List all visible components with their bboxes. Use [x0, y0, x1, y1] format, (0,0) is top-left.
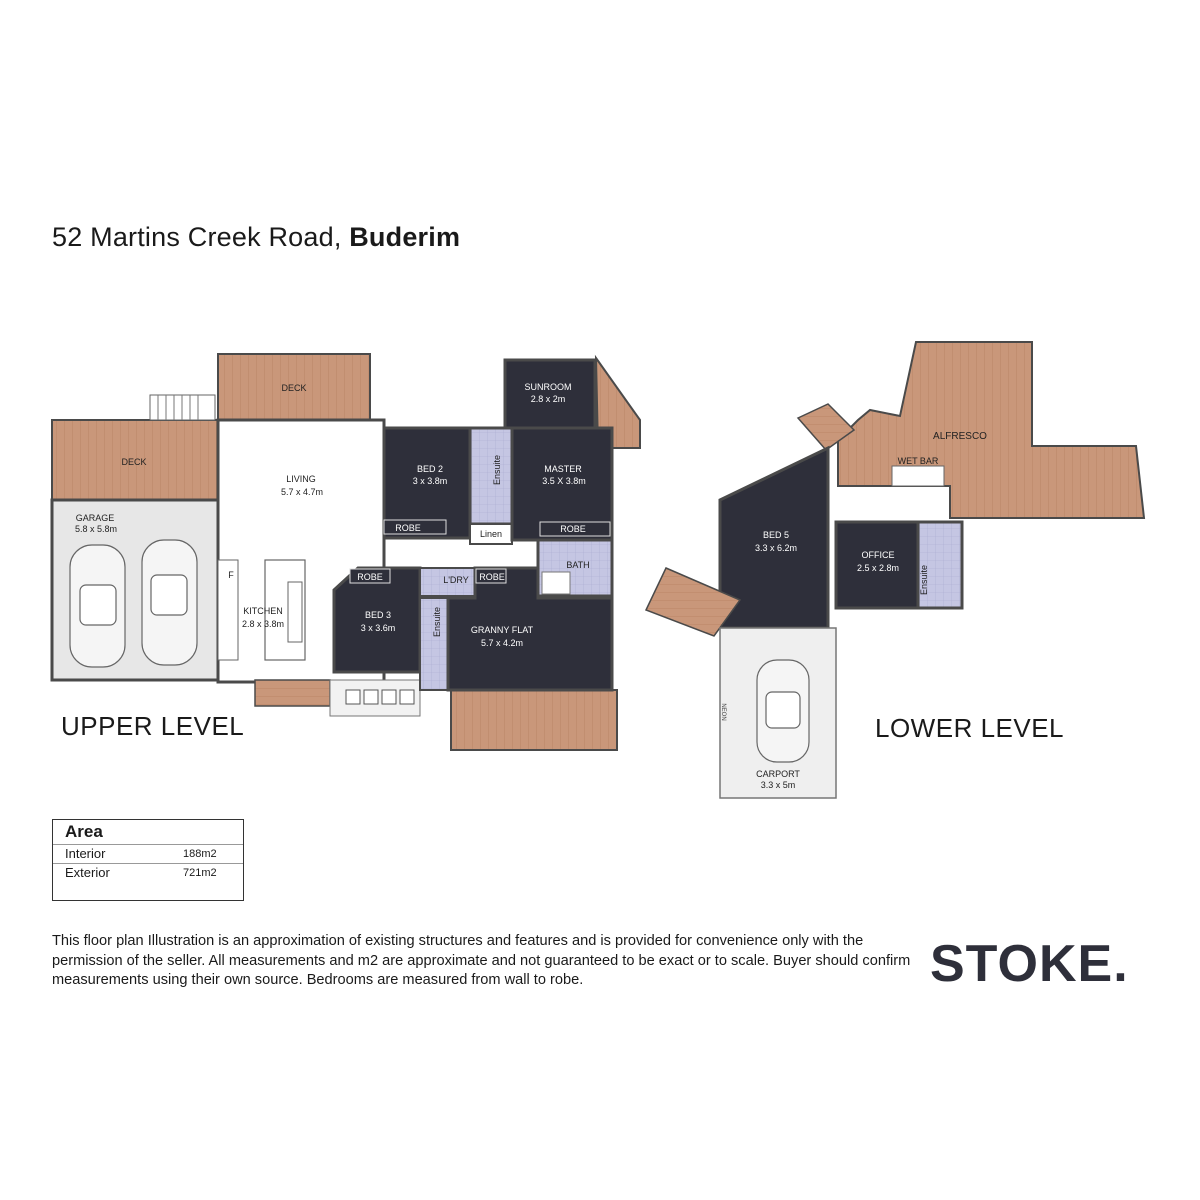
property-address-title: 52 Martins Creek Road, Buderim — [52, 222, 460, 253]
kitchen-label: KITCHEN — [243, 606, 283, 616]
deck-bottom — [450, 689, 618, 751]
robe-master-label: ROBE — [560, 524, 586, 534]
area-table: Area Interior 188m2 Exterior 721m2 — [52, 819, 244, 901]
kitchen-island — [287, 581, 303, 643]
granny-flat-room — [446, 566, 614, 692]
brand-logo: STOKE. — [930, 935, 1129, 993]
bath-label: BATH — [566, 560, 589, 570]
bed3-label: BED 3 — [365, 610, 391, 620]
carport-label: CARPORT — [756, 769, 800, 779]
living-dim: 5.7 x 4.7m — [281, 487, 323, 497]
wet-bar — [891, 465, 945, 487]
area-heading: Area — [65, 822, 103, 841]
ensuite-granny-label: Ensuite — [432, 607, 442, 637]
ldry-label: L'DRY — [443, 575, 469, 585]
office-dim: 2.5 x 2.8m — [857, 563, 899, 573]
kitchen-wall-bench — [217, 559, 239, 661]
granny-dim: 5.7 x 4.2m — [481, 638, 523, 648]
robe-master-bar — [539, 521, 611, 537]
garage-car-right — [141, 539, 198, 666]
area-label: Interior — [65, 846, 106, 861]
address-street: 52 Martins Creek Road, — [52, 222, 350, 252]
ensuite-master-room — [468, 426, 514, 526]
area-row-exterior: Exterior 721m2 — [53, 863, 243, 883]
wetbar-label: WET BAR — [898, 456, 939, 466]
carport-floor — [719, 627, 837, 799]
ensuite-master-label: Ensuite — [492, 455, 502, 485]
robe-granny-bar — [475, 568, 507, 584]
bed2-label: BED 2 — [417, 464, 443, 474]
sunroom-room — [503, 358, 597, 430]
disclaimer-text: This floor plan Illustration is an appro… — [52, 933, 911, 988]
robe-bed2-bar — [383, 519, 447, 535]
ensuite-lower-label: Ensuite — [919, 565, 929, 595]
alfresco-stairs-left — [796, 403, 856, 452]
master-dim: 3.5 X 3.8m — [542, 476, 586, 486]
alfresco-deck — [837, 341, 1146, 519]
address-suburb: Buderim — [349, 222, 461, 252]
robe-bed2-label: ROBE — [395, 523, 421, 533]
master-label: MASTER — [544, 464, 582, 474]
upper-level-heading: UPPER LEVEL — [61, 711, 245, 741]
lower-stairs-left — [644, 567, 742, 637]
carport-car — [756, 659, 810, 763]
bed3-dim: 3 x 3.6m — [361, 623, 396, 633]
linen-label: Linen — [480, 529, 502, 539]
deck-left-label: DECK — [121, 457, 146, 467]
area-row-interior: Interior 188m2 — [53, 844, 243, 864]
area-label: Exterior — [65, 865, 110, 880]
carport-side-label: NEON — [720, 703, 726, 720]
deck-top — [217, 353, 371, 421]
fridge-label: F — [228, 570, 234, 580]
bed2-dim: 3 x 3.8m — [413, 476, 448, 486]
ensuite-lower-room — [916, 520, 964, 610]
bed5-label: BED 5 — [763, 530, 789, 540]
laundry-room — [419, 567, 476, 597]
office-label: OFFICE — [862, 550, 895, 560]
bed5-dim: 3.3 x 6.2m — [755, 543, 797, 553]
garage-car-left — [69, 544, 126, 668]
area-value: 721m2 — [183, 867, 217, 879]
robe-bed3-bar — [349, 568, 391, 584]
lower-level-plan — [644, 341, 1146, 799]
carport-dim: 3.3 x 5m — [761, 780, 796, 790]
area-value: 188m2 — [183, 848, 217, 860]
sunroom-label: SUNROOM — [525, 382, 572, 392]
garage-label: GARAGE — [76, 513, 115, 523]
upper-level-plan — [50, 353, 641, 751]
granny-label: GRANNY FLAT — [471, 625, 534, 635]
robe-bed3-label: ROBE — [357, 572, 383, 582]
garage-dim: 5.8 x 5.8m — [75, 524, 117, 534]
deck-top-label: DECK — [281, 383, 306, 393]
robe-granny-label: ROBE — [479, 572, 505, 582]
bed3-room — [332, 566, 422, 674]
ensuite-granny-room — [419, 597, 449, 691]
master-room — [510, 426, 614, 542]
entry-stairs — [254, 679, 331, 707]
alfresco-label: ALFRESCO — [933, 431, 987, 442]
sunroom-dim: 2.8 x 2m — [531, 394, 566, 404]
lower-level-heading: LOWER LEVEL — [875, 713, 1065, 743]
kitchen-dim: 2.8 x 3.8m — [242, 619, 284, 629]
living-label: LIVING — [286, 474, 316, 484]
deck-sunroom-side — [594, 354, 641, 449]
office-room — [834, 520, 920, 610]
